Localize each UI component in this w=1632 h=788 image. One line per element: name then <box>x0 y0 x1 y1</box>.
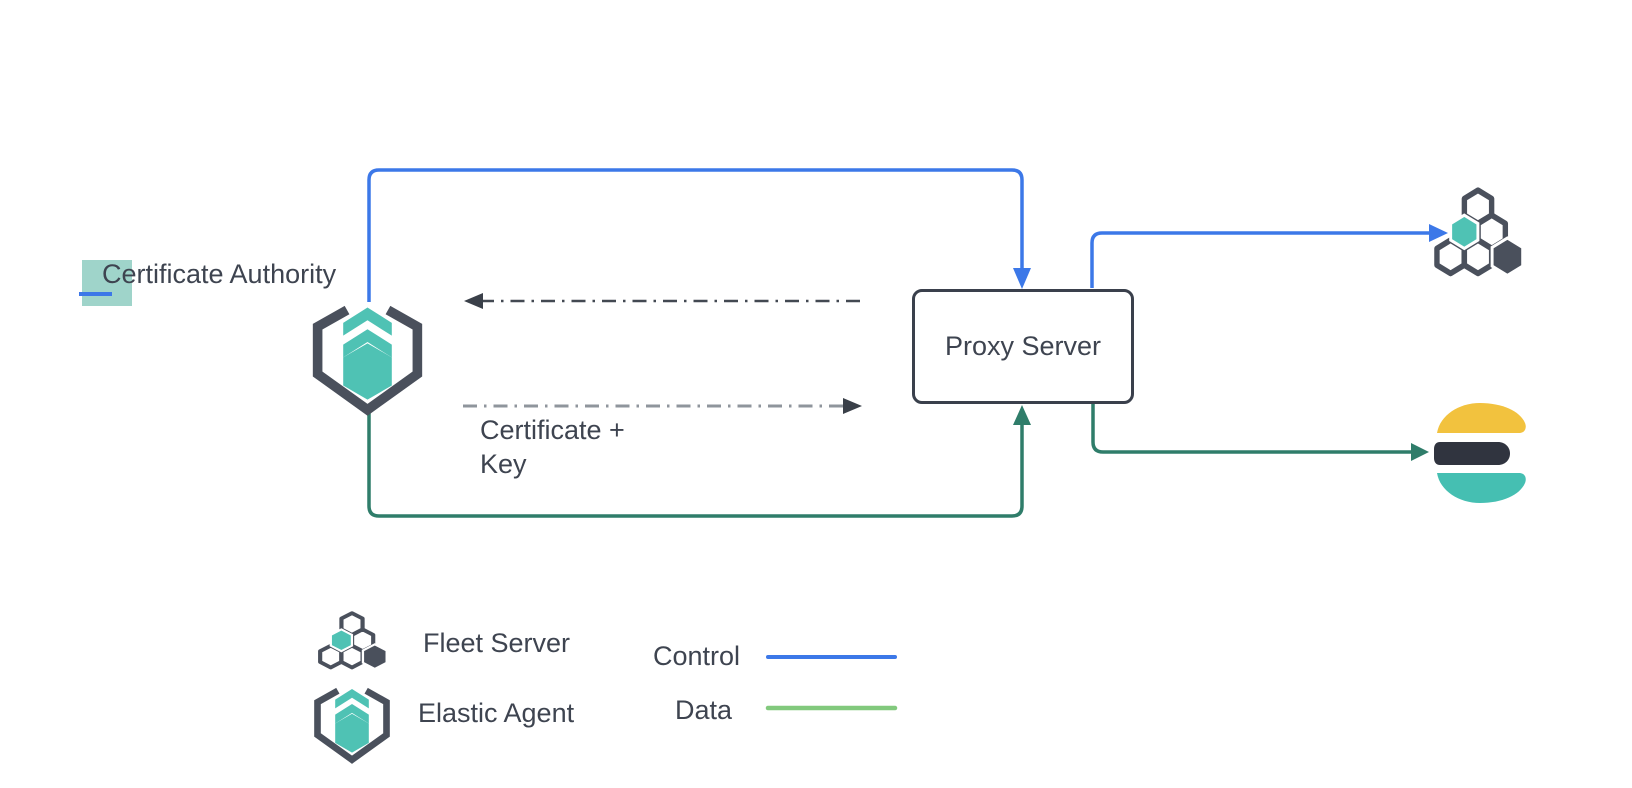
control-arrowhead-down-icon <box>1013 268 1031 289</box>
proxy-server-label: Proxy Server <box>944 331 1102 361</box>
data-arrowhead-up-icon <box>1013 405 1031 425</box>
control-line-agent-to-proxy[interactable] <box>367 168 1024 302</box>
dashed-arrowhead-left-icon <box>464 293 483 309</box>
fleet-dark-hexagon <box>361 643 388 671</box>
agent-chevron-icon <box>343 329 392 358</box>
data-line-proxy-to-elasticsearch[interactable] <box>1091 404 1412 454</box>
elasticsearch-bottom-arc <box>1437 473 1526 503</box>
fleet-dark-hexagon <box>1490 236 1525 278</box>
certificate-key-line1: Certificate + <box>480 415 625 445</box>
data-line-agent-to-proxy[interactable] <box>367 406 1024 518</box>
agent-chevron-icon <box>335 688 369 709</box>
agent-hexagon-bracket <box>312 305 423 416</box>
control-line-proxy-to-fleet[interactable] <box>1090 231 1430 288</box>
agent-core-hexagon <box>343 343 392 400</box>
legend-elastic-agent-icon[interactable] <box>306 681 398 773</box>
legend-elastic-agent-label: Elastic Agent <box>418 698 575 728</box>
agent-core-hexagon <box>335 713 369 753</box>
fleet-teal-hexagon <box>1449 213 1480 251</box>
legend-fleet-server-label: Fleet Server <box>423 628 571 658</box>
agent-chevron-icon <box>335 704 369 724</box>
elastic-agent-icon[interactable] <box>301 296 434 429</box>
legend-data-label: Data <box>675 695 733 725</box>
text-cursor-highlight <box>82 260 132 306</box>
fleet-server-icon[interactable] <box>1429 184 1527 288</box>
elasticsearch-top-arc <box>1437 403 1526 433</box>
legend-fleet-server-icon[interactable] <box>314 609 390 677</box>
certificate-authority-label[interactable]: Certificate Authority <box>102 259 337 289</box>
agent-hexagon-bracket <box>314 687 390 764</box>
legend-control-label: Control <box>653 641 741 671</box>
dashed-arrowhead-right-icon <box>843 398 862 414</box>
data-arrowhead-right-icon <box>1411 443 1429 461</box>
elasticsearch-logo-icon[interactable] <box>1432 400 1526 506</box>
elasticsearch-middle-bar <box>1434 442 1510 465</box>
certificate-key-line2: Key <box>480 449 527 479</box>
fleet-teal-hexagon <box>329 628 354 653</box>
text-cursor-underline <box>79 292 112 296</box>
certificate-key-annotation[interactable]: Certificate + Key <box>480 413 625 481</box>
proxy-server-node[interactable]: Proxy Server <box>912 289 1134 404</box>
agent-chevron-icon <box>343 307 392 336</box>
